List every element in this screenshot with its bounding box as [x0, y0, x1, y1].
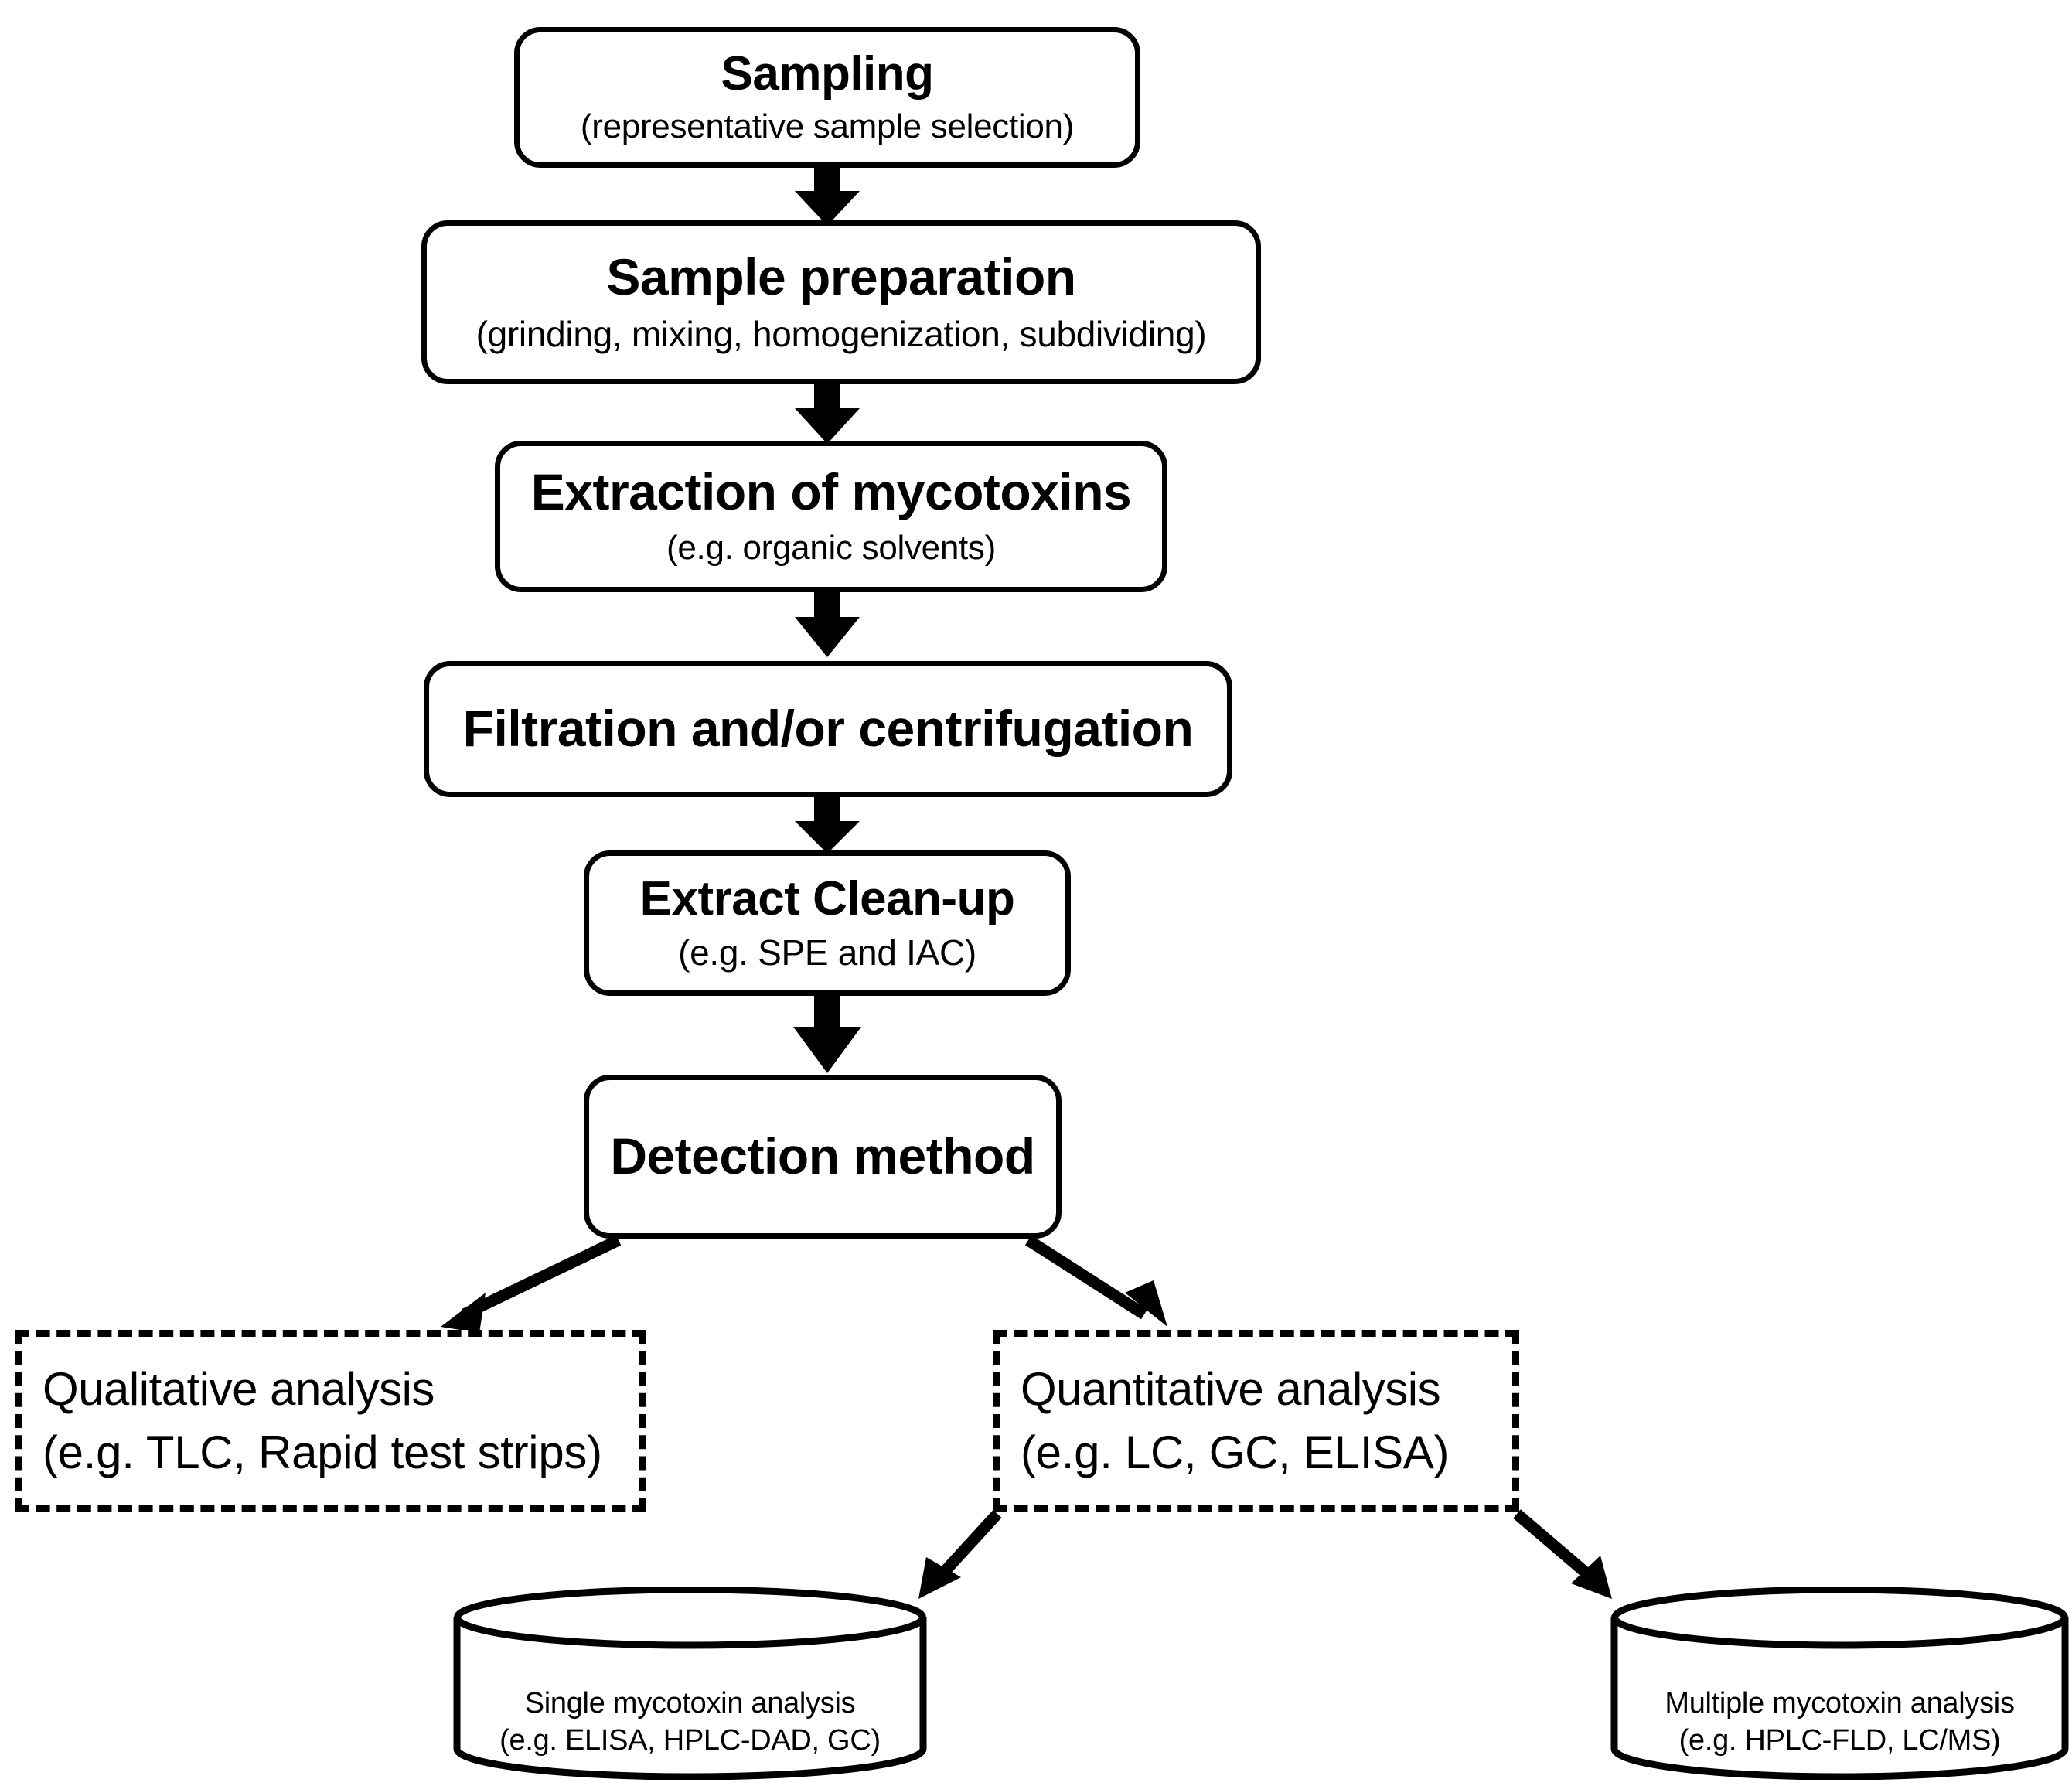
node-single-text: Single mycotoxin analysis (e.g. ELISA, H… [452, 1685, 928, 1759]
arrow-filtration-to-cleanup [795, 796, 860, 854]
arrow-quantitative-to-multiple [1513, 1509, 1612, 1599]
arrow-extraction-to-filtration [795, 591, 860, 657]
node-sample-preparation-title: Sample preparation [606, 248, 1076, 306]
node-filtration-title: Filtration and/or centrifugation [462, 700, 1194, 758]
node-detection-title: Detection method [610, 1127, 1035, 1185]
node-extraction-title: Extraction of mycotoxins [530, 463, 1132, 521]
node-single-subtitle: (e.g. ELISA, HPLC-DAD, GC) [499, 1723, 881, 1757]
node-filtration-centrifugation[interactable]: Filtration and/or centrifugation [424, 661, 1232, 797]
node-cleanup-subtitle: (e.g. SPE and IAC) [678, 932, 976, 973]
node-extract-clean-up[interactable]: Extract Clean-up (e.g. SPE and IAC) [584, 850, 1071, 996]
node-cleanup-title: Extract Clean-up [639, 872, 1015, 926]
node-multiple-mycotoxin-analysis[interactable]: Multiple mycotoxin analysis (e.g. HPLC-F… [1610, 1586, 2070, 1781]
node-single-title: Single mycotoxin analysis [524, 1687, 856, 1720]
node-sampling-title: Sampling [721, 47, 934, 101]
node-multiple-title: Multiple mycotoxin analysis [1665, 1687, 2015, 1720]
node-detection-method[interactable]: Detection method [584, 1075, 1062, 1239]
arrow-detection-to-quantitative [1024, 1235, 1167, 1327]
arrow-detection-to-qualitative [441, 1235, 622, 1333]
node-sample-preparation[interactable]: Sample preparation (grinding, mixing, ho… [421, 220, 1261, 384]
node-sampling-subtitle: (representative sample selection) [580, 107, 1075, 146]
node-quantitative-analysis[interactable]: Quantitative analysis (e.g. LC, GC, ELIS… [993, 1330, 1519, 1512]
arrow-sampling-to-preparation [795, 165, 860, 226]
node-qualitative-analysis[interactable]: Qualitative analysis (e.g. TLC, Rapid te… [15, 1330, 646, 1512]
node-sample-preparation-subtitle: (grinding, mixing, homogenization, subdi… [475, 314, 1207, 355]
arrow-preparation-to-extraction [795, 382, 860, 444]
node-qualitative-title: Qualitative analysis [43, 1362, 435, 1415]
node-qualitative-subtitle: (e.g. TLC, Rapid test strips) [43, 1426, 602, 1478]
node-extraction-subtitle: (e.g. organic solvents) [666, 529, 996, 567]
node-single-mycotoxin-analysis[interactable]: Single mycotoxin analysis (e.g. ELISA, H… [452, 1586, 928, 1781]
cylinder-shape-single [453, 1586, 927, 1781]
cylinder-shape-multiple [1610, 1586, 2069, 1781]
node-multiple-text: Multiple mycotoxin analysis (e.g. HPLC-F… [1610, 1685, 2070, 1759]
node-quantitative-subtitle: (e.g. LC, GC, ELISA) [1021, 1426, 1450, 1478]
node-extraction-of-mycotoxins[interactable]: Extraction of mycotoxins (e.g. organic s… [495, 441, 1167, 592]
node-quantitative-title: Quantitative analysis [1021, 1362, 1441, 1415]
arrow-cleanup-to-detection [793, 994, 861, 1073]
node-multiple-subtitle: (e.g. HPLC-FLD, LC/MS) [1678, 1723, 2001, 1757]
node-sampling[interactable]: Sampling (representative sample selectio… [514, 27, 1140, 168]
arrow-quantitative-to-single [918, 1509, 1002, 1599]
